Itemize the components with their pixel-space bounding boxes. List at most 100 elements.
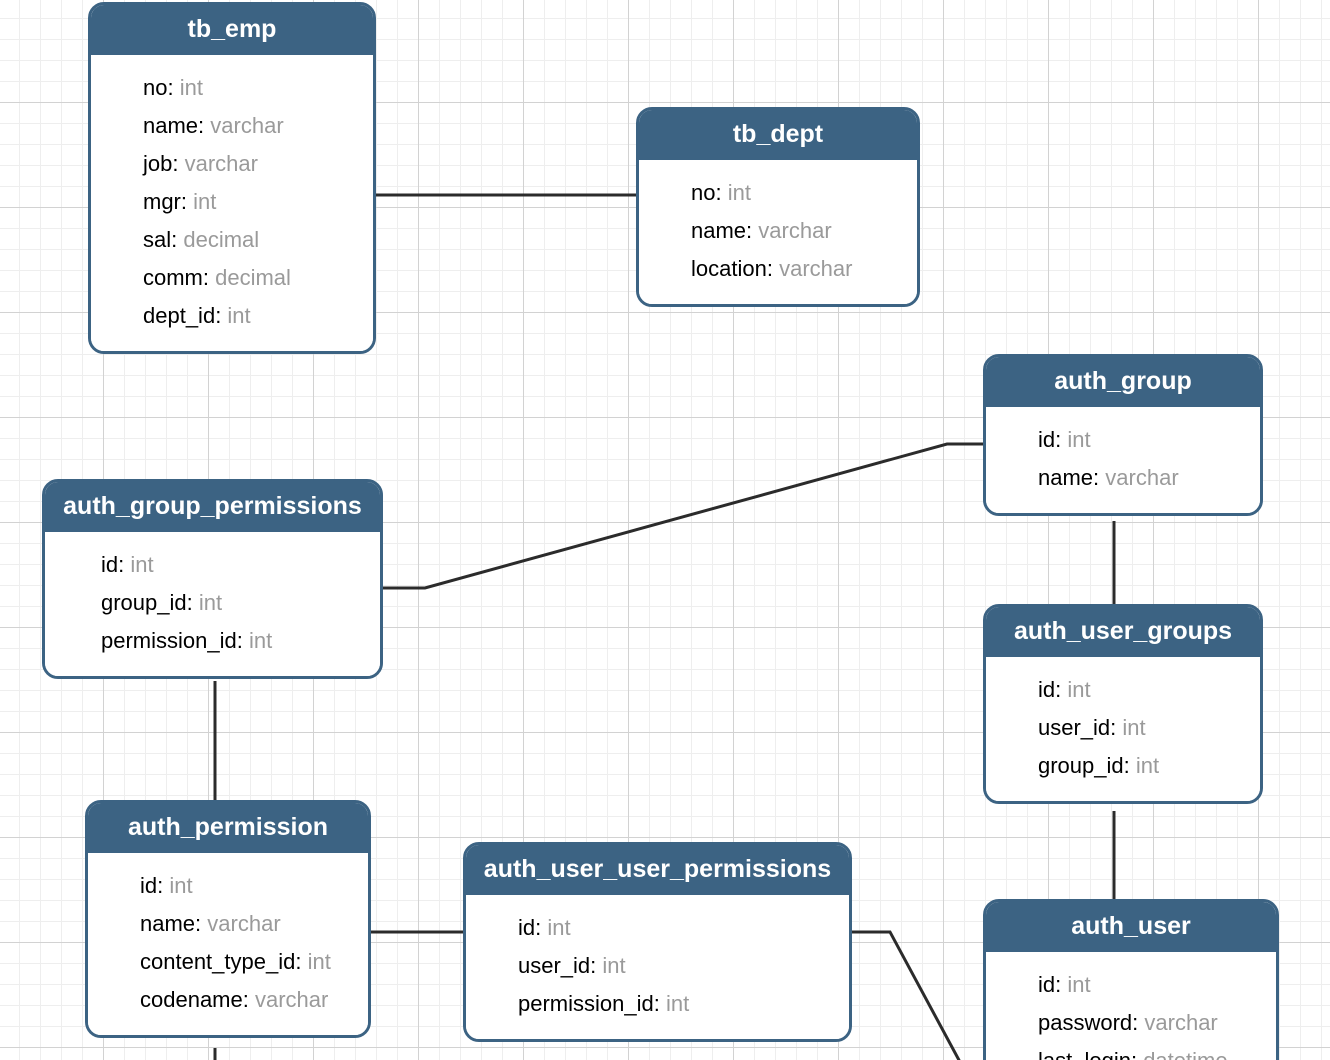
field-type: int [1135,753,1160,778]
field-separator: : [167,75,180,100]
entity-fields-auth_user_user_permissions: id: int user_id: int permission_id: int [466,895,849,1039]
field-row: no: int [91,69,373,107]
field-row: id: int [986,421,1260,459]
field-name: id [1038,677,1056,702]
field-name: id [518,915,536,940]
entity-tb_emp[interactable]: tb_emp no: int name: varchar job: varcha… [88,2,376,354]
field-name: no [691,180,716,205]
entity-title-auth_permission: auth_permission [88,803,368,853]
field-row: id: int [986,966,1276,1004]
field-type: varchar [254,987,329,1012]
field-row: comm: decimal [91,259,373,297]
field-separator: : [215,303,228,328]
entity-auth_permission[interactable]: auth_permission id: int name: varchar co… [85,800,371,1038]
entity-fields-auth_user_groups: id: int user_id: int group_id: int [986,657,1260,801]
entity-auth_group_permissions[interactable]: auth_group_permissions id: int group_id:… [42,479,383,679]
field-type: int [727,180,751,205]
field-name: user_id [1038,715,1111,740]
field-row: user_id: int [466,947,849,985]
field-name: password [1038,1010,1133,1035]
field-name: codename [140,987,243,1012]
field-name: permission_id [518,991,654,1016]
field-type: int [179,75,203,100]
entity-fields-tb_emp: no: int name: varchar job: varchar mgr: … [91,55,373,351]
field-row: password: varchar [986,1004,1276,1042]
field-name: comm [143,265,203,290]
field-separator: : [715,180,728,205]
field-type: int [193,189,217,214]
field-row: name: varchar [639,212,917,250]
field-separator: : [295,949,308,974]
entity-fields-auth_permission: id: int name: varchar content_type_id: i… [88,853,368,1035]
field-separator: : [186,590,199,615]
field-separator: : [1110,715,1123,740]
entity-fields-auth_group: id: int name: varchar [986,407,1260,513]
field-separator: : [1131,1048,1143,1060]
entity-tb_dept[interactable]: tb_dept no: int name: varchar location: … [636,107,920,307]
field-separator: : [202,265,216,290]
field-separator: : [590,953,603,978]
field-separator: : [1093,465,1106,490]
field-separator: : [198,113,211,138]
entity-fields-auth_user: id: int password: varchar last_login: da… [986,952,1276,1060]
field-separator: : [171,227,184,252]
field-separator: : [236,628,249,653]
field-name: name [1038,465,1094,490]
field-row: dept_id: int [91,297,373,335]
entity-title-tb_dept: tb_dept [639,110,917,160]
field-name: group_id [101,590,187,615]
edge-auth_group_permissions-auth_group [381,442,985,590]
field-row: job: varchar [91,145,373,183]
field-separator: : [242,987,255,1012]
field-type: varchar [758,218,832,243]
field-name: mgr [143,189,181,214]
field-type: int [248,628,273,653]
field-type: int [169,873,193,898]
field-name: content_type_id [140,949,296,974]
field-type: datetime [1143,1048,1227,1060]
field-name: sal [143,227,172,252]
field-row: id: int [45,546,380,584]
field-row: name: varchar [986,459,1260,497]
field-name: dept_id [143,303,216,328]
field-type: int [1122,715,1146,740]
field-name: id [1038,427,1056,452]
field-name: id [101,552,119,577]
field-row: location: varchar [639,250,917,288]
entity-auth_user[interactable]: auth_user id: int password: varchar last… [983,899,1279,1060]
field-row: name: varchar [88,905,368,943]
field-type: decimal [215,265,291,290]
field-type: int [1067,427,1091,452]
field-row: no: int [639,174,917,212]
field-type: int [1067,677,1091,702]
entity-auth_user_user_permissions[interactable]: auth_user_user_permissions id: int user_… [463,842,852,1042]
entity-title-auth_group_permissions: auth_group_permissions [45,482,380,532]
field-separator: : [1132,1010,1145,1035]
field-name: last_login [1038,1048,1131,1060]
field-type: decimal [183,227,260,252]
entity-auth_group[interactable]: auth_group id: int name: varchar [983,354,1263,516]
field-row: codename: varchar [88,981,368,1019]
field-separator: : [157,873,170,898]
entity-fields-auth_group_permissions: id: int group_id: int permission_id: int [45,532,380,676]
field-separator: : [172,151,185,176]
field-name: permission_id [101,628,237,653]
field-separator: : [1055,677,1068,702]
field-name: id [140,873,158,898]
field-name: name [143,113,199,138]
field-separator: : [195,911,208,936]
entity-auth_user_groups[interactable]: auth_user_groups id: int user_id: int gr… [983,604,1263,804]
entity-title-tb_emp: tb_emp [91,5,373,55]
field-type: int [307,949,331,974]
field-row: group_id: int [45,584,380,622]
field-name: location [691,256,767,281]
entity-title-auth_group: auth_group [986,357,1260,407]
field-name: id [1038,972,1056,997]
entity-title-auth_user_user_permissions: auth_user_user_permissions [466,845,849,895]
field-type: int [1067,972,1091,997]
field-row: id: int [88,867,368,905]
entity-title-auth_user_groups: auth_user_groups [986,607,1260,657]
entity-fields-tb_dept: no: int name: varchar location: varchar [639,160,917,304]
field-row: permission_id: int [45,622,380,660]
